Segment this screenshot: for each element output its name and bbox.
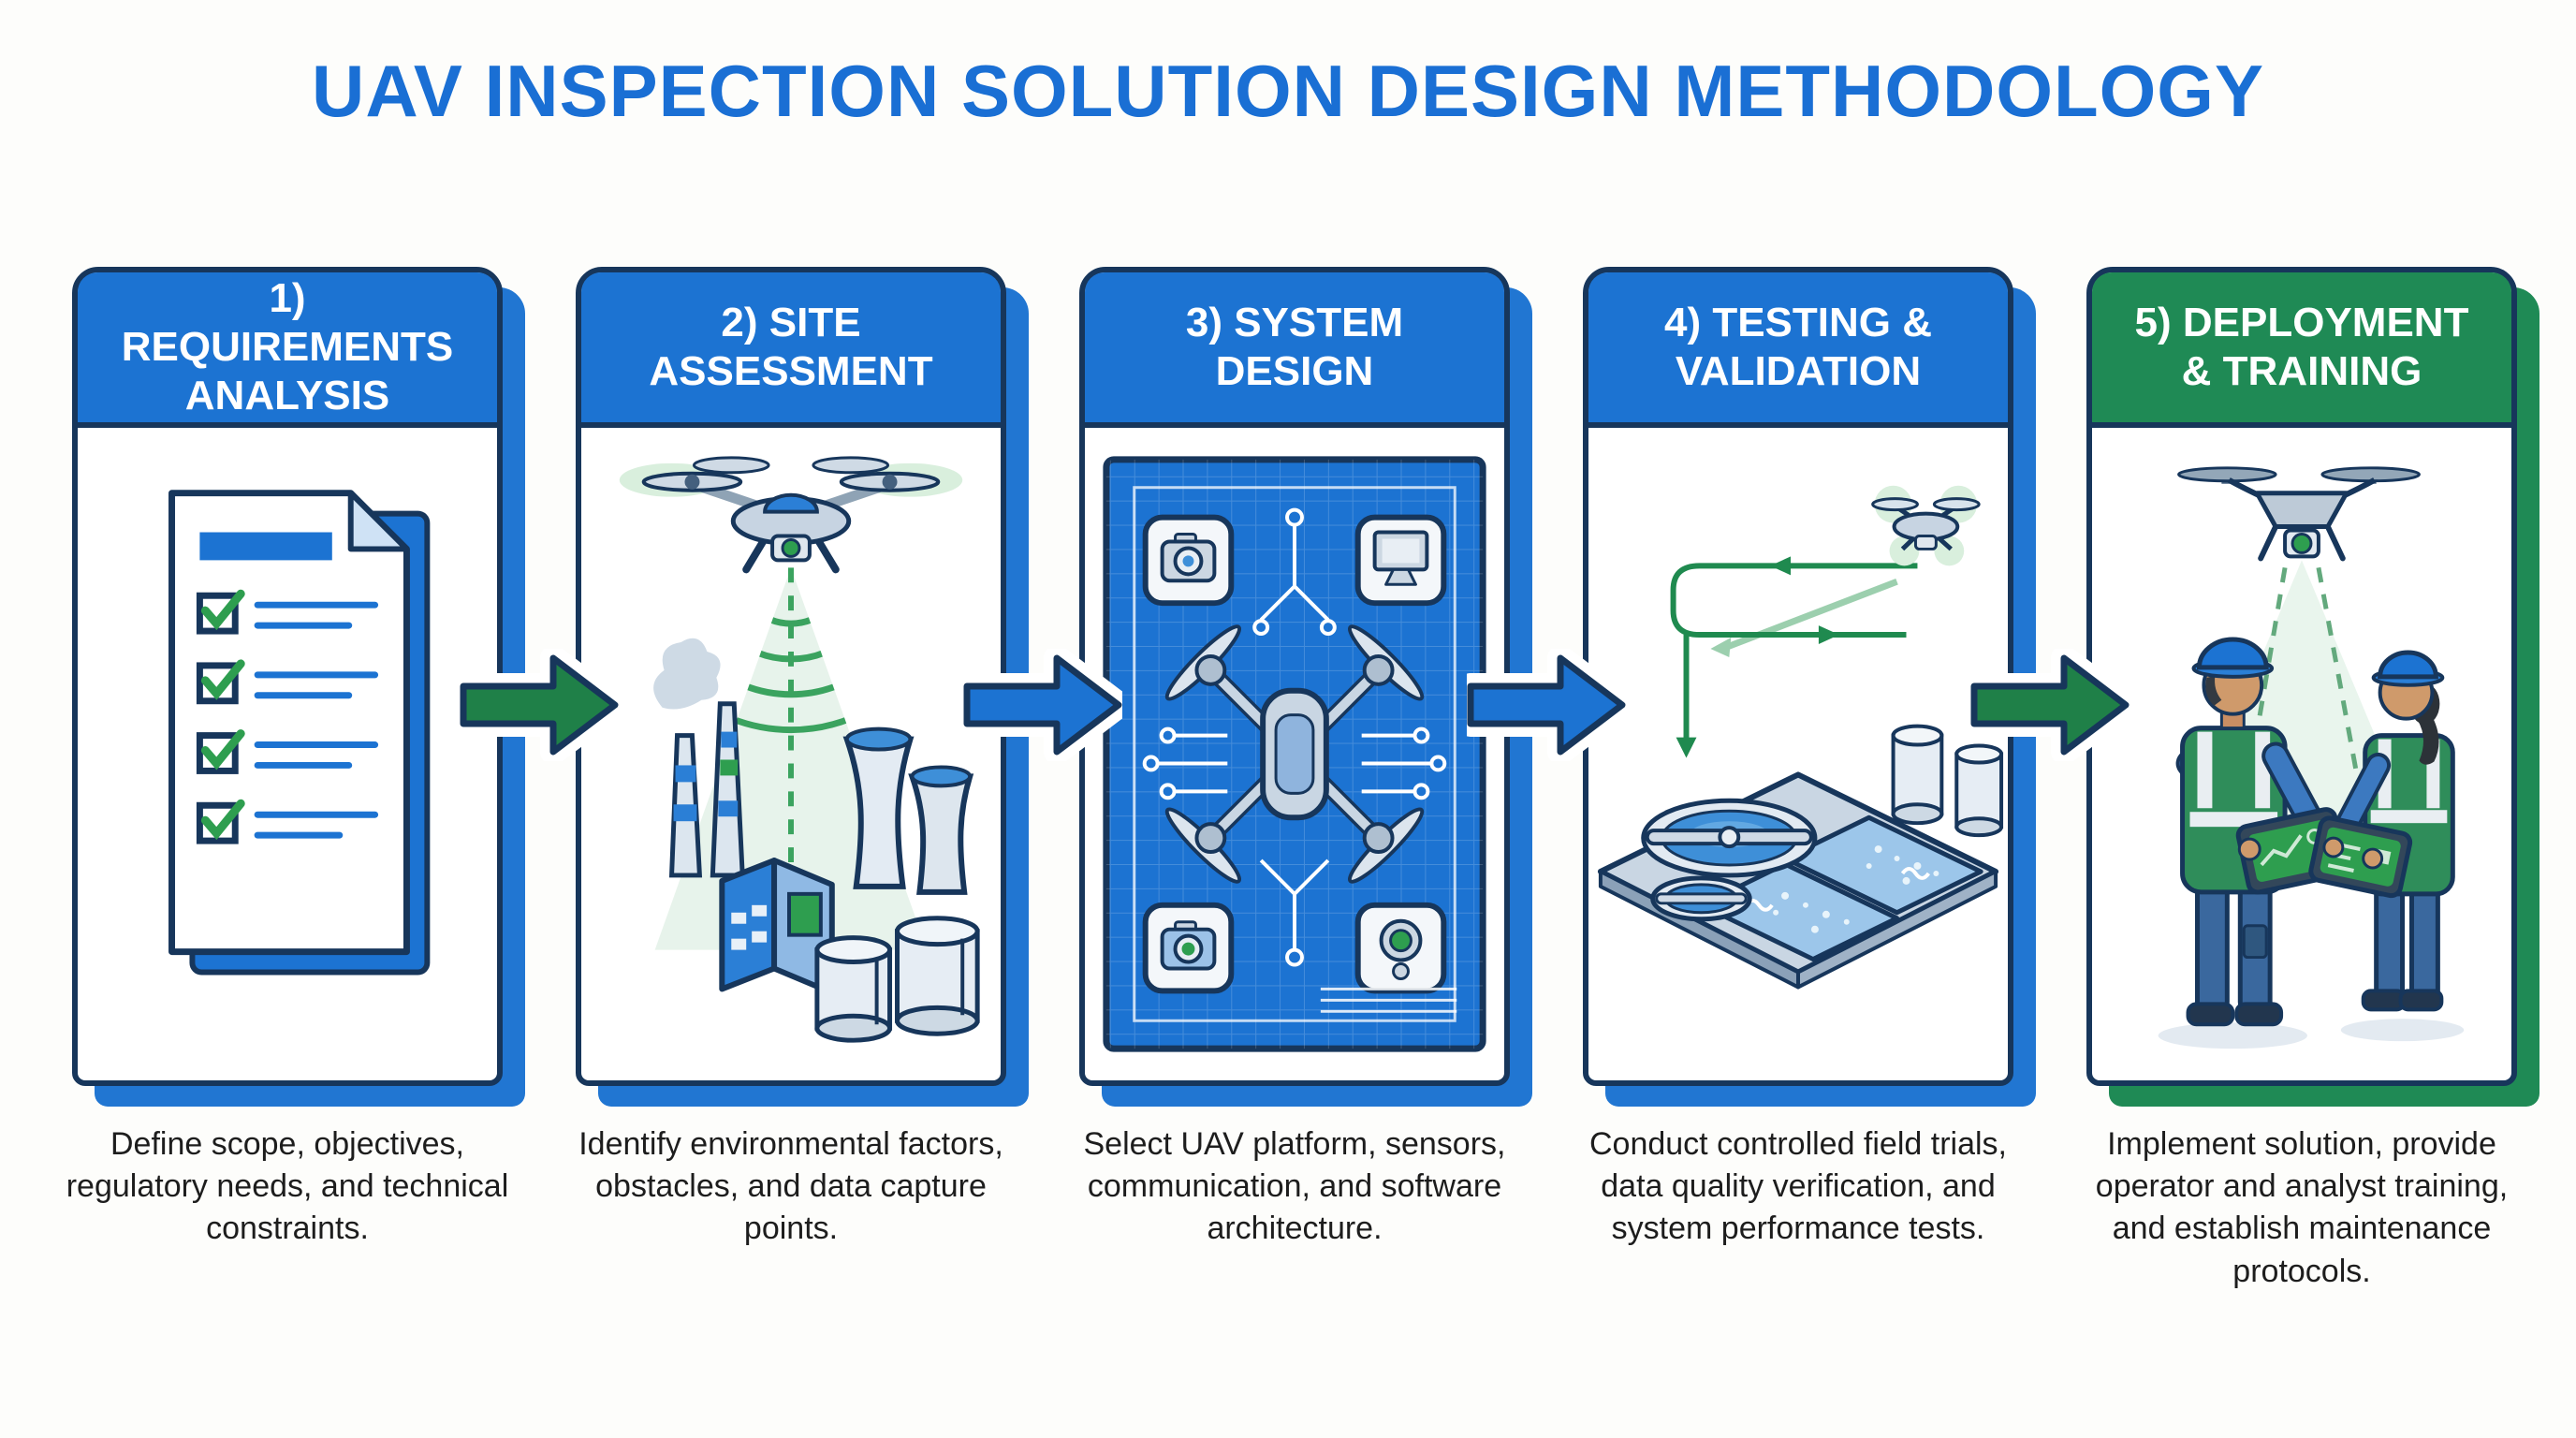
step-illustration (1085, 428, 1504, 1080)
drone-scanning-industrial-site-icon (619, 456, 980, 1043)
step-header: 1) REQUIREMENTS ANALYSIS (78, 272, 497, 428)
page-title: UAV INSPECTION SOLUTION DESIGN METHODOLO… (312, 50, 2264, 132)
monitor-component-icon (1354, 514, 1447, 607)
storage-tank-icon (814, 935, 893, 1043)
step-illustration (2092, 428, 2511, 1080)
step-card-testing-validation: 4) TESTING & VALIDATION (1583, 267, 2013, 1086)
operator-left-icon (2158, 637, 2349, 1049)
drone-flight-path-over-water-plant-icon (1597, 485, 2004, 990)
flow-arrow-right-icon (460, 649, 619, 761)
step-description: Select UAV platform, sensors, communicat… (1083, 1126, 1506, 1247)
step-description: Define scope, objectives, regulatory nee… (66, 1126, 509, 1247)
small-drone-icon (1871, 485, 1981, 566)
checklist-rows-icon (196, 589, 379, 844)
step-illustration (1588, 428, 2008, 1080)
operators-training-with-tablets-icon (2158, 466, 2465, 1049)
step-header: 5) DEPLOYMENT & TRAINING (2092, 272, 2511, 428)
green-lens-camera-component-icon (1142, 902, 1235, 994)
checklist-document-icon (168, 490, 431, 976)
step-card-requirements-analysis: 1) REQUIREMENTS ANALYSIS (72, 267, 503, 1086)
step-card-deployment-training: 5) DEPLOYMENT & TRAINING (2086, 267, 2517, 1086)
step-header: 4) TESTING & VALIDATION (1588, 272, 2008, 428)
training-drone-icon (2177, 466, 2421, 562)
step-illustration (581, 428, 1001, 1080)
flight-path-icon (1670, 556, 1918, 758)
operator-right-icon (2308, 650, 2465, 1042)
quadcopter-drone-icon (619, 456, 963, 574)
step-header: 3) SYSTEM DESIGN (1085, 272, 1504, 428)
camera-component-icon (1142, 514, 1235, 607)
step-illustration (78, 428, 497, 1080)
step-description: Implement solution, provide operator and… (2095, 1126, 2509, 1289)
drone-blueprint-icon (1103, 456, 1486, 1052)
industrial-site-icon (668, 701, 980, 1043)
step-header: 2) SITE ASSESSMENT (581, 272, 1001, 428)
step-card-system-design: 3) SYSTEM DESIGN (1079, 267, 1510, 1086)
clarifier-tank-icon (1641, 798, 1818, 878)
step-card-site-assessment: 2) SITE ASSESSMENT (576, 267, 1006, 1086)
storage-tank-icon (895, 916, 980, 1036)
step-description: Conduct controlled field trials, data qu… (1588, 1126, 2007, 1247)
gimbal-sensor-component-icon (1354, 902, 1447, 994)
step-description: Identify environmental factors, obstacle… (578, 1126, 1003, 1247)
flow-arrow-right-icon (963, 649, 1122, 761)
flow-arrow-right-icon (1970, 649, 2130, 761)
circuit-traces-icon (1142, 507, 1447, 967)
clarifier-tank-icon (1650, 875, 1752, 922)
cylinder-tank-icon (1891, 724, 2004, 838)
drone-top-view-icon (1164, 624, 1425, 884)
document-sheet-icon (168, 490, 410, 956)
flow-arrow-right-icon (1467, 649, 1626, 761)
smoke-plume-icon (653, 638, 721, 710)
water-treatment-plant-icon (1597, 724, 2004, 990)
blueprint-title-block-icon (1320, 987, 1457, 1013)
